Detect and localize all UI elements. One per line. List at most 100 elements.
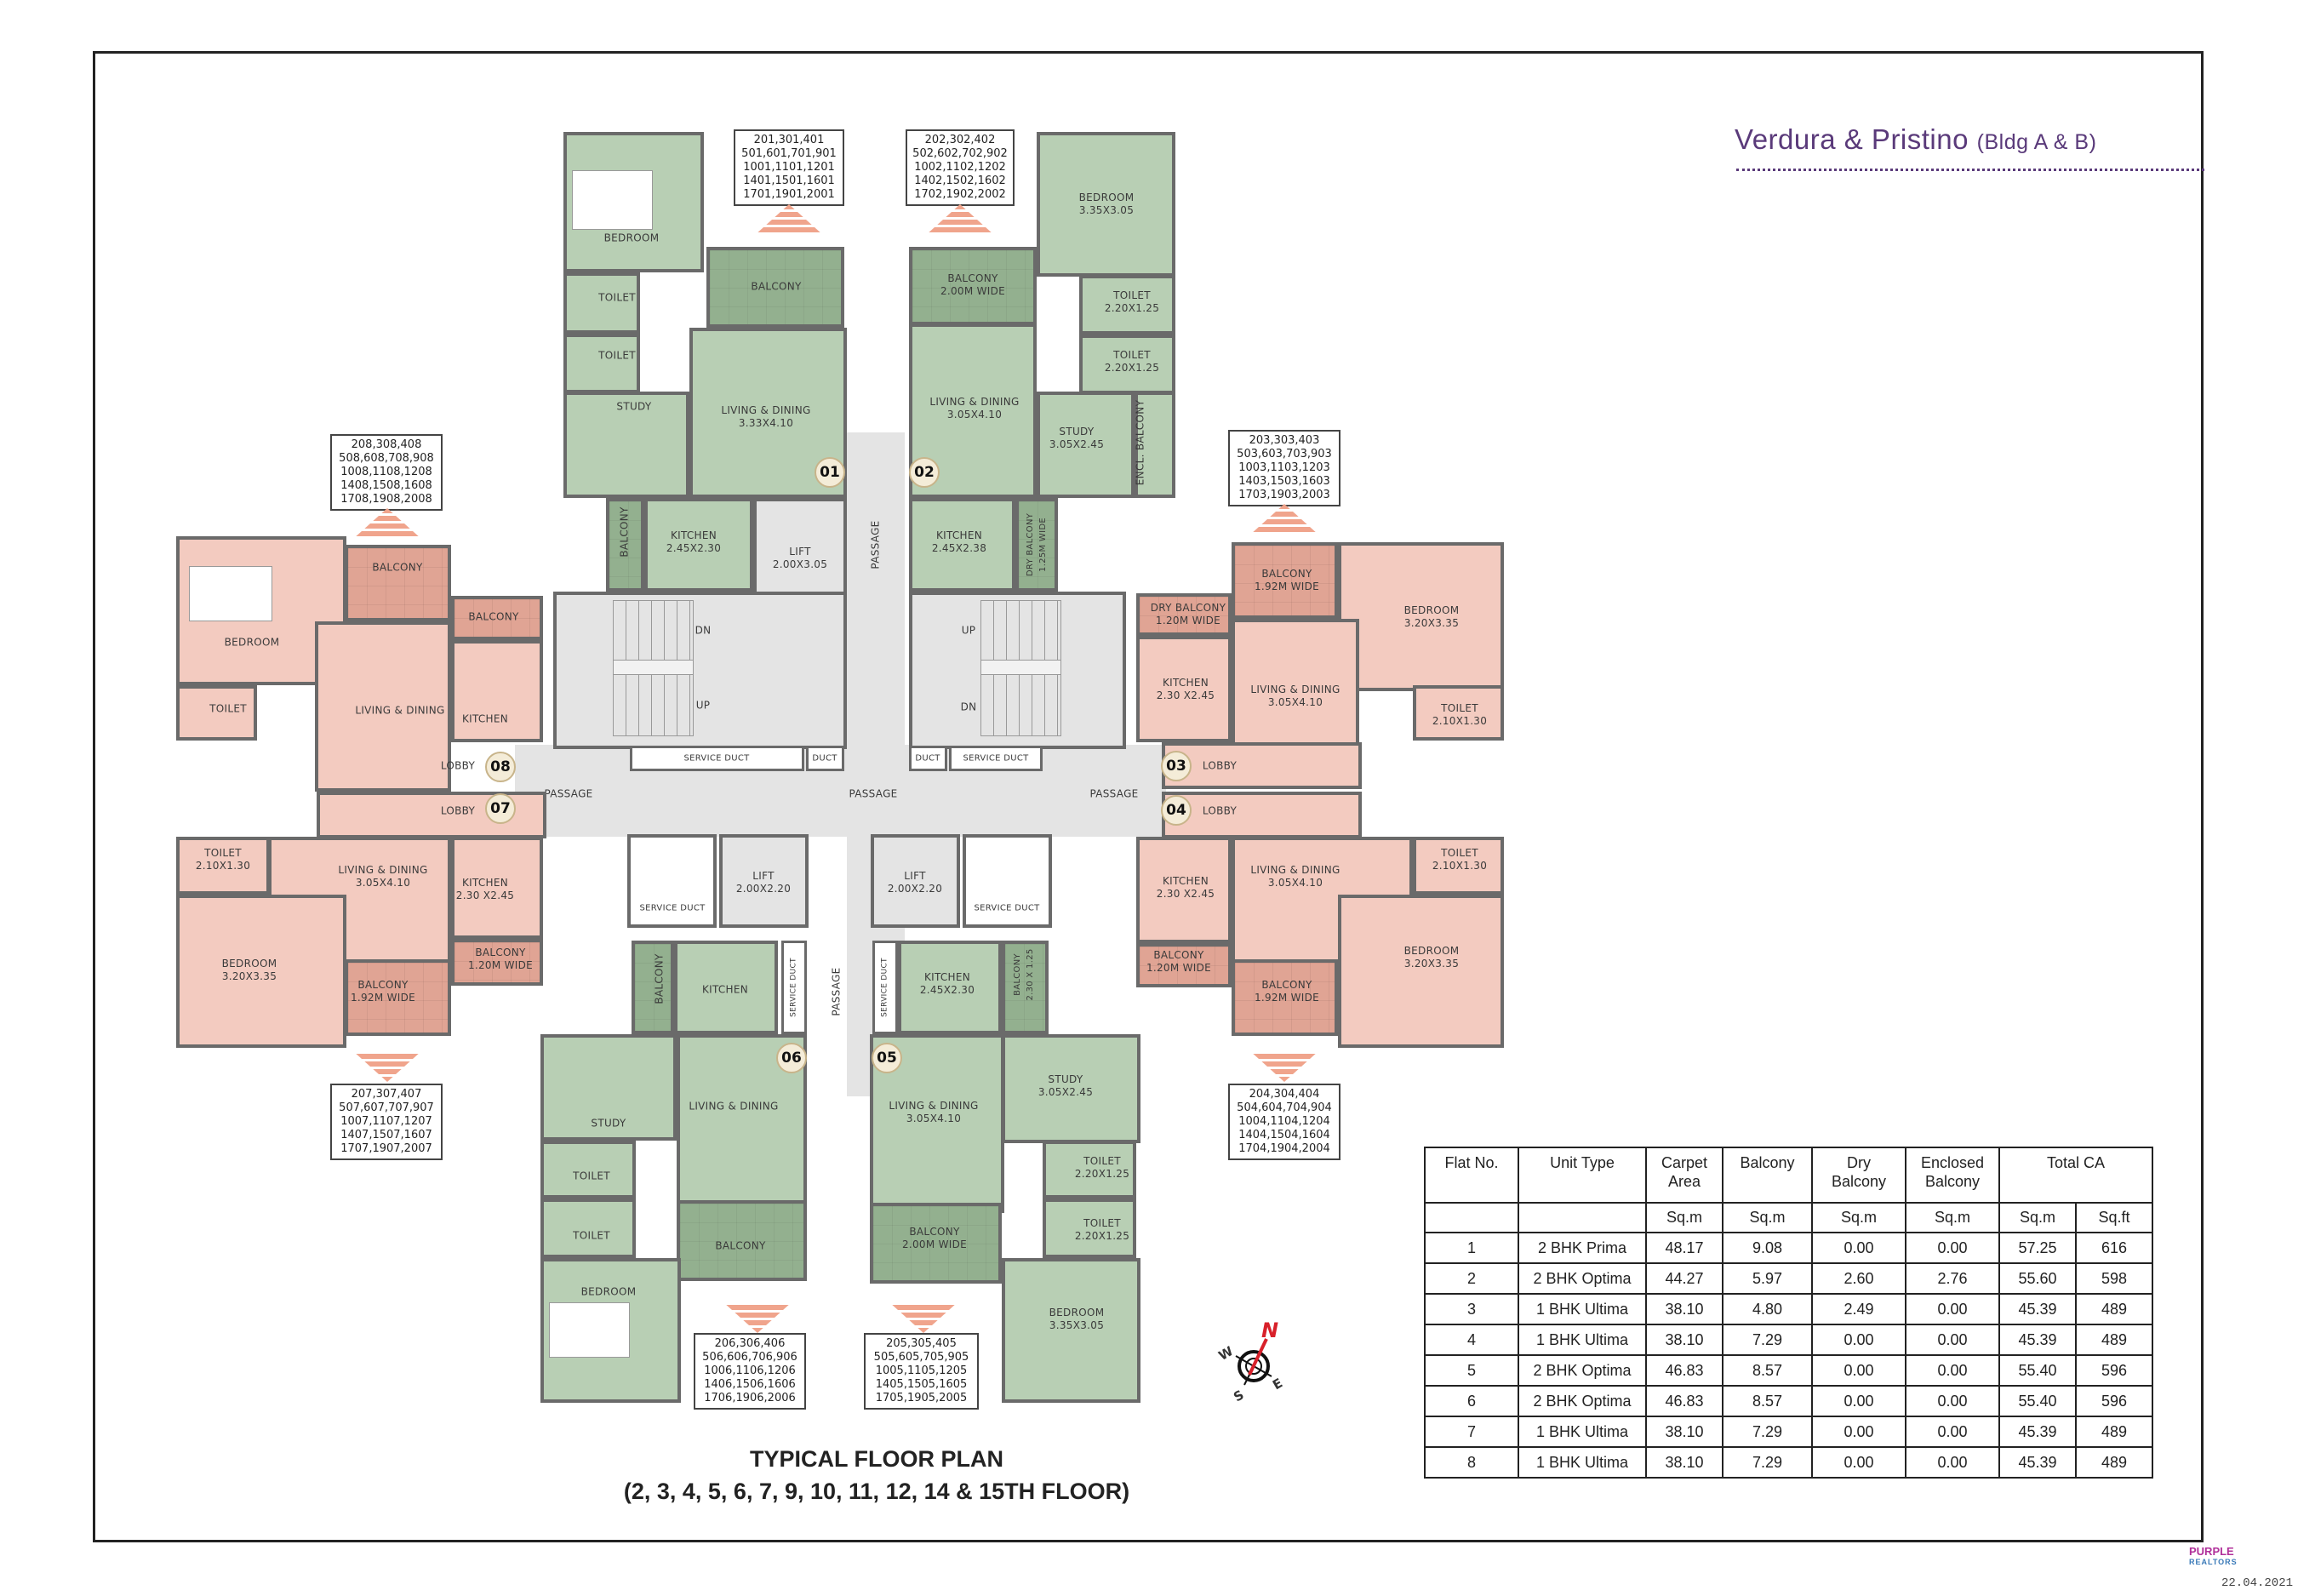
- unit-05-balcony-label: BALCONY 2.00M WIDE: [901, 1226, 968, 1250]
- unit-08-toilet-label: TOILET: [209, 702, 247, 715]
- unit-06-living-label: LIVING & DINING: [689, 1100, 779, 1113]
- project-subtitle: (Bldg A & B): [1976, 130, 2097, 154]
- unit-04-kitchen: [1136, 837, 1232, 943]
- unit-02-study-label: STUDY 3.05X2.45: [1049, 426, 1105, 450]
- unit-05-service-duct-label: SERVICE DUCT: [880, 958, 889, 1017]
- project-title: Verdura & Pristino (Bldg A & B): [1735, 123, 2096, 156]
- unit-badge-04: 04: [1161, 795, 1192, 826]
- unit-04-side-balcony-label: BALCONY 1.20M WIDE: [1146, 949, 1212, 974]
- unit-02-balcony: [909, 247, 1037, 325]
- unit-02-toilet-2-label: TOILET 2.20X1.25: [1104, 349, 1160, 374]
- service-duct-right: [949, 746, 1043, 771]
- logo-line1: PURPLE: [2189, 1545, 2234, 1558]
- unit-07-bedroom-label: BEDROOM 3.20X3.35: [221, 958, 277, 982]
- unit-01-kitchen: [644, 498, 753, 592]
- unit-02-toilet-1: [1079, 275, 1175, 335]
- unit-08-balcony-label: BALCONY: [372, 561, 423, 574]
- unit-07-living-label: LIVING & DINING 3.05X4.10: [338, 864, 428, 889]
- service-duct-right-label: SERVICE DUCT: [963, 753, 1029, 764]
- unit-03-bedroom-label: BEDROOM 3.20X3.35: [1403, 604, 1460, 629]
- unit-01-side-balcony-label: BALCONY: [618, 506, 631, 558]
- stair-dn-label-right: DN: [960, 701, 977, 713]
- lift-bottom-left-label: LIFT 2.00X2.20: [735, 870, 792, 895]
- unit-08-kitchen-label: KITCHEN: [461, 712, 509, 725]
- unit-02-dry-balcony-label: DRY BALCONY 1.25M WIDE: [1026, 512, 1048, 577]
- unit-02-kitchen-label: KITCHEN 2.45X2.38: [931, 529, 987, 554]
- unit-02-toilet-2: [1079, 335, 1175, 394]
- unit-05-kitchen-label: KITCHEN 2.45X2.30: [919, 971, 975, 996]
- unit-01-toilet-2-label: TOILET: [598, 349, 636, 362]
- col-carpet-area: Carpet Area: [1645, 1147, 1724, 1204]
- unit-07-bedroom: [176, 895, 346, 1048]
- unit-badge-05: 05: [872, 1043, 902, 1073]
- logo-line2: REALTORS: [2189, 1558, 2238, 1566]
- unit-04-bedroom-label: BEDROOM 3.20X3.35: [1403, 945, 1460, 970]
- unit-07-side-balcony-label: BALCONY 1.20M WIDE: [467, 947, 534, 971]
- unit-01-bedroom-label: BEDROOM: [603, 232, 660, 244]
- bed-icon: [549, 1302, 630, 1358]
- service-duct-bottom-right-label: SERVICE DUCT: [974, 903, 1040, 913]
- unit-04-lobby-label: LOBBY: [1202, 804, 1238, 817]
- col-balcony: Balcony: [1722, 1147, 1813, 1204]
- unit-05-toilet-2: [1043, 1198, 1136, 1258]
- unit-04-toilet: [1413, 837, 1504, 895]
- table-header-row: Flat No. Unit Type Carpet Area Balcony D…: [1424, 1147, 2153, 1204]
- unit-06-service-duct: [781, 941, 807, 1034]
- unit-08-lobby-label: LOBBY: [440, 759, 476, 772]
- unit-05-toilet-1-label: TOILET 2.20X1.25: [1074, 1155, 1130, 1180]
- unit-03-kitchen-label: KITCHEN 2.30 X2.45: [1156, 677, 1215, 701]
- unit-06-kitchen: [674, 941, 778, 1034]
- unit-07-kitchen: [451, 837, 543, 939]
- duct-left-label: DUCT: [812, 753, 837, 764]
- unit-05-side-balcony-label: BALCONY 2.30 X 1.25: [1013, 948, 1035, 1001]
- unit-03-dry-balcony: [1136, 593, 1232, 636]
- service-duct-bottom-left: [627, 834, 717, 928]
- compass-n: N: [1261, 1319, 1279, 1342]
- unit-08-balcony: [345, 545, 451, 621]
- unit-03-toilet-label: TOILET 2.10X1.30: [1432, 702, 1488, 727]
- unit-06-balcony: [677, 1200, 807, 1281]
- unit-06-toilet-2-label: TOILET: [573, 1229, 610, 1242]
- unit-06-balcony-label: BALCONY: [715, 1239, 766, 1252]
- drawing-frame: [93, 51, 2204, 1542]
- col-enclosed-balcony: Enclosed Balcony: [1905, 1147, 2000, 1204]
- unit-02-toilet-1-label: TOILET 2.20X1.25: [1104, 289, 1160, 314]
- project-name: Verdura & Pristino: [1735, 123, 1969, 155]
- unit-04-balcony: [1232, 959, 1338, 1036]
- lift-top-label: LIFT 2.00X3.05: [772, 546, 828, 570]
- unit-03-lobby-label: LOBBY: [1202, 759, 1238, 772]
- title-dotted-rule: [1736, 169, 2204, 171]
- unit-05-study-label: STUDY 3.05X2.45: [1038, 1073, 1094, 1098]
- lift-bottom-left: [719, 834, 809, 928]
- unit-06-side-balcony: [632, 941, 674, 1034]
- unit-07-toilet-label: TOILET 2.10X1.30: [195, 847, 251, 872]
- unit-04-balcony-label: BALCONY 1.92M WIDE: [1254, 979, 1320, 1004]
- plan-title-line2: (2, 3, 4, 5, 6, 7, 9, 10, 11, 12, 14 & 1…: [623, 1479, 1130, 1504]
- unit-02-encl-balcony-label: ENCL. BALCONY: [1134, 399, 1146, 486]
- north-compass-icon: N W E S: [1216, 1319, 1294, 1404]
- unit-06-side-balcony-label: BALCONY: [653, 953, 666, 1004]
- lift-bottom-right-label: LIFT 2.00X2.20: [887, 870, 943, 895]
- col-flat-no: Flat No.: [1424, 1147, 1519, 1204]
- unit-06-study-label: STUDY: [591, 1117, 626, 1130]
- unit-badge-07: 07: [485, 793, 516, 824]
- stair-dn-label-left: DN: [695, 624, 712, 637]
- passage-label-right: PASSAGE: [1089, 787, 1139, 800]
- unit-08-toilet: [176, 685, 257, 741]
- unit-06-toilet-1: [540, 1141, 636, 1198]
- unit-03-living-label: LIVING & DINING 3.05X4.10: [1250, 684, 1340, 708]
- duct-right: [909, 746, 947, 771]
- unit-03-kitchen: [1136, 636, 1232, 742]
- unit-03-balcony-label: BALCONY 1.92M WIDE: [1254, 568, 1320, 592]
- unit-08-bedroom-label: BEDROOM: [224, 636, 280, 649]
- lift-bottom-right: [871, 834, 960, 928]
- document-date: 22.04.2021: [2221, 1576, 2294, 1590]
